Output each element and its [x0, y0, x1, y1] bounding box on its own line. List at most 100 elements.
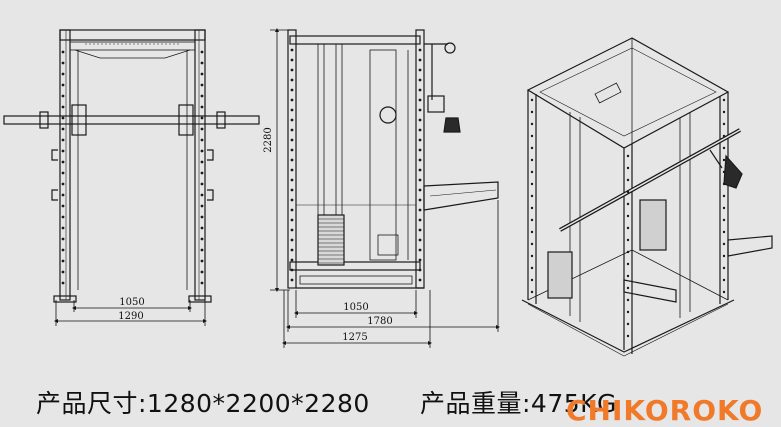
upright-hole [530, 278, 534, 282]
upright-hole [418, 98, 422, 102]
upright-hole [418, 138, 422, 142]
upright-hole [290, 68, 294, 72]
upright-hole [200, 171, 204, 175]
upright-hole [200, 182, 204, 186]
upright-hole [530, 290, 534, 294]
upright-hole [61, 83, 65, 87]
upright-hole [61, 149, 65, 153]
upright-hole [626, 238, 630, 242]
upright-hole [722, 218, 726, 222]
upright-hole [626, 250, 630, 254]
upright-hole [290, 278, 294, 282]
upright-hole [61, 204, 65, 208]
side-dim-height: 2280 [263, 127, 274, 152]
upright-hole [61, 171, 65, 175]
upright-hole [61, 182, 65, 186]
upright-hole [61, 259, 65, 263]
upright-hole [290, 238, 294, 242]
upright-hole [418, 228, 422, 232]
upright-hole [530, 254, 534, 258]
upright-hole [61, 281, 65, 285]
upright-hole [626, 190, 630, 194]
upright-hole [418, 118, 422, 122]
upright-hole [418, 178, 422, 182]
upright-hole [530, 242, 534, 246]
upright-hole [418, 68, 422, 72]
upright-hole [290, 88, 294, 92]
upright-hole [722, 254, 726, 258]
upright-hole [200, 127, 204, 131]
upright-hole [61, 116, 65, 120]
upright-hole [530, 266, 534, 270]
upright-hole [418, 48, 422, 52]
upright-hole [290, 58, 294, 62]
upright-hole [200, 248, 204, 252]
upright-hole [418, 238, 422, 242]
upright-hole [200, 193, 204, 197]
upright-hole [626, 214, 630, 218]
upright-hole [722, 194, 726, 198]
upright-hole [530, 146, 534, 150]
upright-hole [626, 202, 630, 206]
upright-hole [530, 218, 534, 222]
upright-hole [418, 248, 422, 252]
upright-hole [418, 128, 422, 132]
upright-hole [61, 61, 65, 65]
upright-hole [290, 78, 294, 82]
upright-hole [61, 50, 65, 54]
upright-hole [530, 122, 534, 126]
upright-hole [290, 148, 294, 152]
upright-hole [530, 194, 534, 198]
upright-hole [290, 178, 294, 182]
upright-hole [626, 262, 630, 266]
upright-hole [626, 226, 630, 230]
upright-hole [61, 127, 65, 131]
upright-hole [722, 98, 726, 102]
upright-hole [290, 218, 294, 222]
upright-hole [200, 72, 204, 76]
upright-hole [200, 105, 204, 109]
upright-hole [418, 278, 422, 282]
upright-hole [418, 168, 422, 172]
side-view-holes [290, 48, 422, 282]
upright-hole [418, 258, 422, 262]
upright-hole [290, 168, 294, 172]
upright-hole [290, 268, 294, 272]
upright-hole [290, 248, 294, 252]
upright-hole [418, 198, 422, 202]
upright-hole [61, 270, 65, 274]
front-view-holes [61, 50, 204, 285]
front-dim-inner: 1050 [119, 297, 144, 308]
upright-hole [530, 158, 534, 162]
upright-hole [61, 248, 65, 252]
side-dim-1050: 1050 [343, 302, 368, 313]
front-view-drawing [3, 29, 260, 303]
front-dim-outer: 1290 [118, 311, 143, 322]
upright-hole [200, 204, 204, 208]
side-dimension-lines [270, 28, 500, 348]
upright-hole [418, 78, 422, 82]
weight-stack-plates [318, 218, 344, 264]
upright-hole [722, 182, 726, 186]
product-size-caption: 产品尺寸:1280*2200*2280 [36, 389, 370, 418]
upright-hole [61, 193, 65, 197]
side-dim-1780: 1780 [367, 316, 392, 327]
upright-hole [61, 72, 65, 76]
upright-hole [626, 298, 630, 302]
upright-hole [200, 149, 204, 153]
product-weight-caption: 产品重量:475KG [420, 389, 617, 418]
upright-hole [61, 138, 65, 142]
upright-hole [722, 206, 726, 210]
upright-hole [418, 58, 422, 62]
upright-hole [722, 242, 726, 246]
upright-hole [200, 138, 204, 142]
upright-hole [200, 215, 204, 219]
upright-hole [290, 128, 294, 132]
upright-hole [418, 148, 422, 152]
upright-hole [61, 237, 65, 241]
upright-hole [626, 166, 630, 170]
upright-hole [418, 108, 422, 112]
upright-hole [418, 268, 422, 272]
upright-hole [418, 208, 422, 212]
technical-drawing: 1050 1290 [3, 28, 773, 357]
